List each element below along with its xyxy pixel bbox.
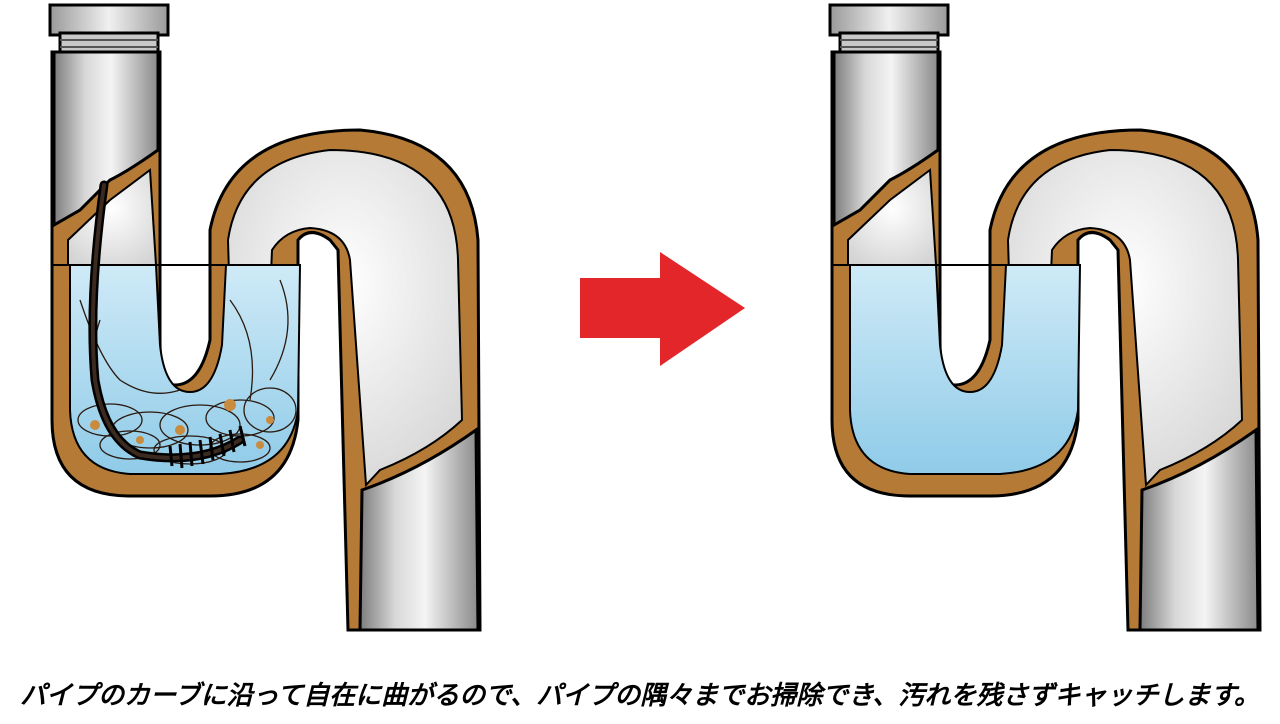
grime-specks <box>90 399 274 449</box>
pipe-nut <box>48 3 170 37</box>
pipe-cleaning-diagram <box>48 3 1262 632</box>
caption-text: パイプのカーブに沿って自在に曲がるので、パイプの隅々までお掃除でき、汚れを残さず… <box>20 681 1260 711</box>
pipe-collar <box>58 31 160 55</box>
trap-interior <box>226 148 464 488</box>
brush-cleaner-icon <box>88 180 247 469</box>
red-arrow-right-icon <box>580 252 745 366</box>
water <box>849 264 1082 475</box>
inlet-pipe <box>832 50 940 228</box>
water <box>69 264 302 475</box>
outlet-pipe <box>1138 427 1260 632</box>
panel-before <box>48 3 482 632</box>
pipe-collar <box>838 31 940 55</box>
pipe-nut <box>828 3 950 37</box>
panel-after <box>828 3 1262 632</box>
trap-interior <box>1006 148 1244 488</box>
outlet-pipe <box>358 427 480 632</box>
inlet-interior <box>847 168 938 266</box>
inlet-pipe <box>52 50 160 228</box>
